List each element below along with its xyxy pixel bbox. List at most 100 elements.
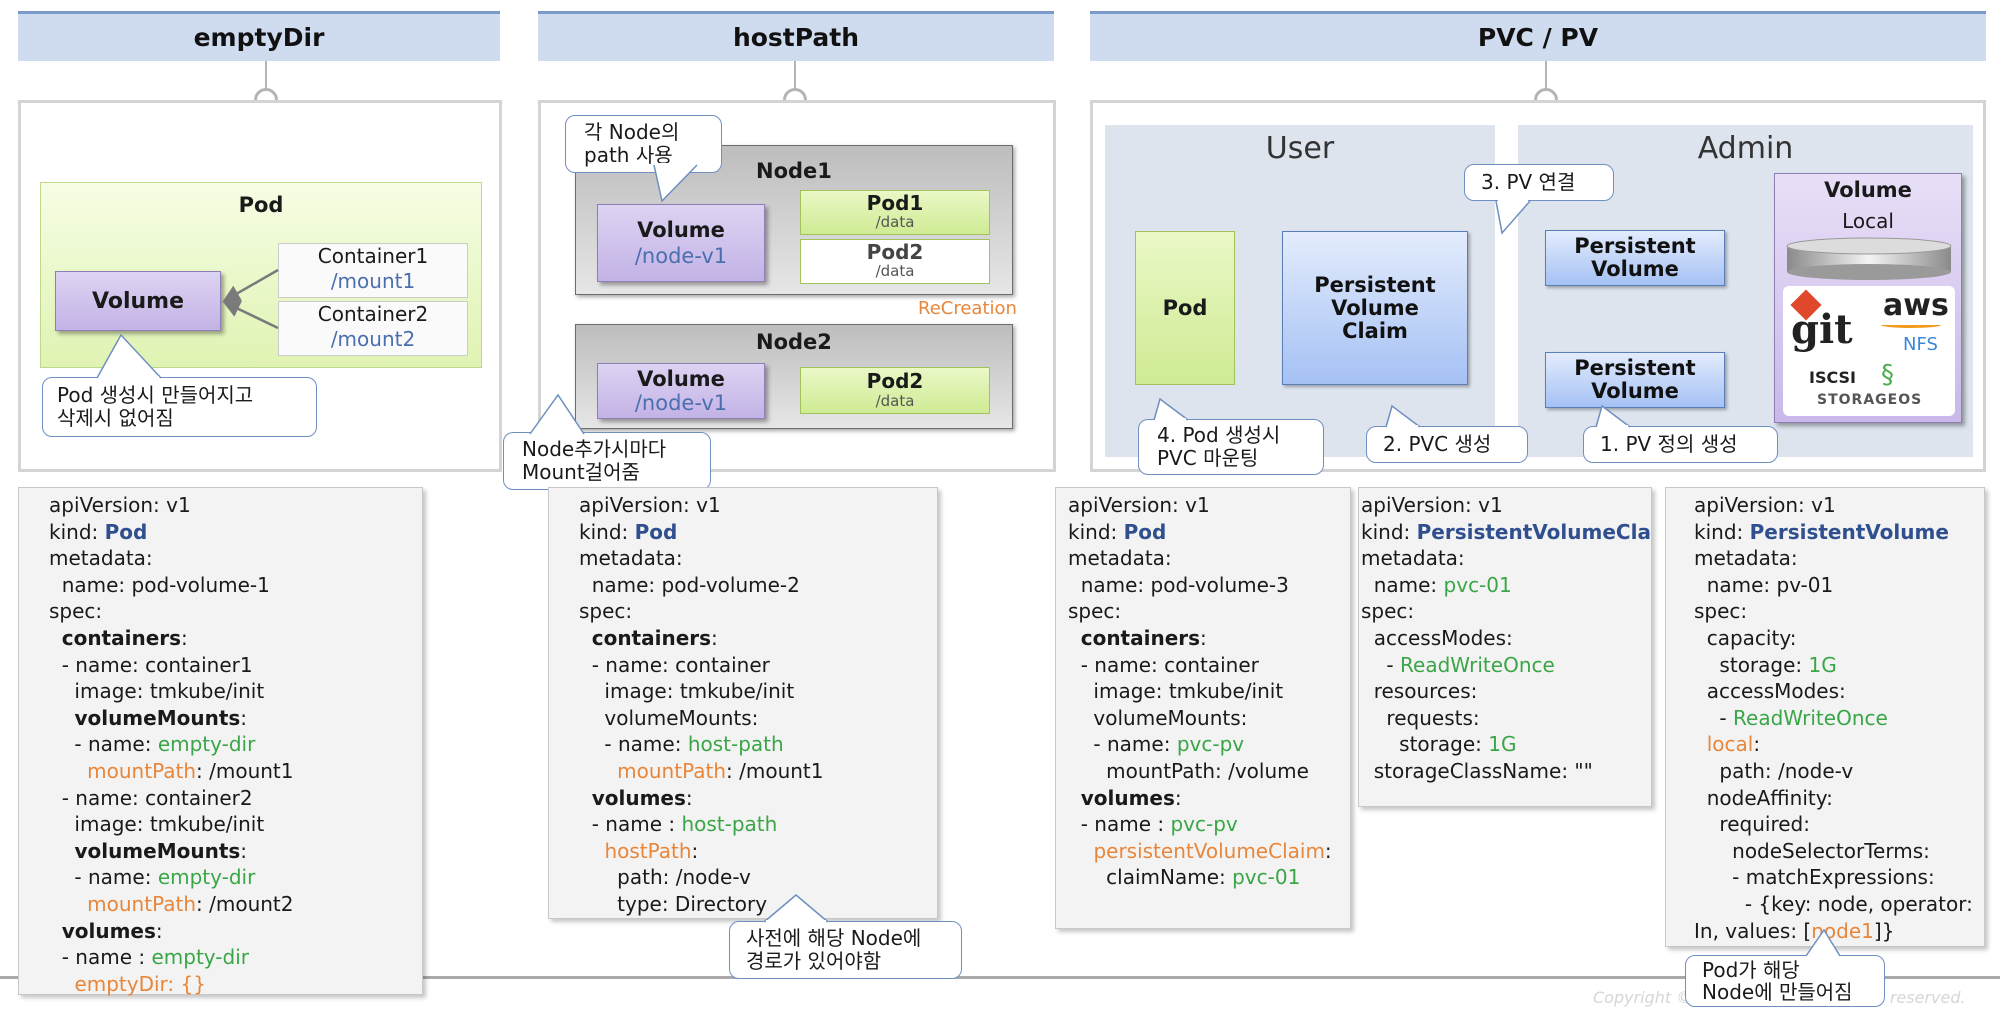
yaml-line: storage: 1G [1694,652,1837,677]
step3-callout: 3. PV 연결 [1464,164,1614,201]
yaml-line: mountPath: /mount1 [87,758,294,783]
connector-line [794,61,796,91]
pod2-recreated-box: Pod2 /data [800,239,990,284]
container1-box: Container1 /mount1 [278,243,468,298]
yaml-line: - ReadWriteOnce [1694,705,1888,730]
container2-arrow [222,300,279,330]
aws-smile-icon [1881,322,1941,328]
yaml-line: volumes: [591,785,693,810]
yaml-line: containers: [1080,625,1207,650]
yaml-line: image: tmkube/init [49,812,265,837]
iscsi-logo: ISCSI [1809,368,1856,387]
aws-logo: aws [1883,288,1949,323]
callout-tail [1805,928,1841,957]
callout-tail [529,393,585,435]
yaml-line: requests: [1361,705,1480,730]
pod-label: Pod [238,193,284,217]
yaml-line: apiVersion: v1 [1694,493,1836,517]
yaml-line: - name: empty-dir [49,732,256,757]
yaml-line: containers: [591,625,718,650]
yaml-line: volumes: [1080,785,1182,810]
pv-node-callout: Pod가 해당 Node에 만들어짐 [1685,955,1885,1007]
yaml-line: volumeMounts: [579,705,759,730]
yaml-line: kind: Pod [579,519,678,544]
yaml-line: - name: pvc-pv [1068,732,1245,757]
yaml-line: - ReadWriteOnce [1361,652,1555,677]
node2-pod2-box: Pod2 /data [800,367,990,414]
yaml-line: kind: Pod [49,519,148,544]
yaml-line: name: pod-volume-1 [49,572,270,597]
yaml-line: local: [1706,732,1761,757]
host-path-bottom-callout: Node추가시마다 Mount걸어줌 [503,432,711,490]
yaml-line: claimName: pvc-01 [1068,865,1301,890]
callout-tail [763,894,829,923]
yaml-line: hostPath: [604,838,699,863]
yaml-line: nodeAffinity: [1694,785,1833,810]
yaml-line: emptyDir: {} [74,971,206,996]
yaml-line: kind: PersistentVolume [1694,519,1949,544]
yaml-line: path: /node-v [579,865,751,890]
yaml-line: image: tmkube/init [579,679,795,704]
yaml-line: volumeMounts: [74,838,248,863]
yaml-line: - name: container [1068,652,1259,677]
step2-callout: 2. PVC 생성 [1366,426,1528,463]
yaml-line: - name: container2 [49,785,253,810]
yaml-line: spec: [579,599,633,624]
yaml-line: - name: container [579,652,770,677]
yaml-line: volumeMounts: [1068,705,1248,730]
callout-tail [96,333,162,379]
yaml-line: metadata: [1361,546,1465,571]
yaml-line: mountPath: /mount1 [617,758,824,783]
yaml-line: - matchExpressions: [1694,865,1935,890]
header-pvc-pv: PVC / PV [1090,11,1986,61]
yaml-line: required: [1694,812,1810,837]
pv-box-2: Persistent Volume [1545,352,1725,408]
container2-box: Container2 /mount2 [278,301,468,356]
pvc-pod-box: Pod [1135,231,1235,385]
recreation-label: ReCreation [918,298,1017,319]
yaml-line: type: Directory [579,891,768,916]
connector-line [265,61,267,91]
yaml-line: apiVersion: v1 [1361,493,1503,517]
yaml-line: mountPath: /mount2 [87,891,294,916]
host-path-volume-node2: Volume /node-v1 [597,363,765,419]
yaml-line: In, values: [node1]} [1694,918,1895,943]
yaml-line: - {key: node, operator: [1694,891,1973,916]
yaml-line: - name : host-path [579,812,778,837]
yaml-line: spec: [1694,599,1748,624]
step4-callout: 4. Pod 생성시 PVC 마운팅 [1138,419,1324,475]
header-empty-dir: emptyDir [18,11,500,61]
pvc-box: Persistent Volume Claim [1282,231,1468,385]
yaml-line: - name : empty-dir [49,945,249,970]
yaml-line: name: pv-01 [1694,572,1834,597]
yaml-line: volumes: [61,918,163,943]
yaml-line: spec: [1068,599,1122,624]
yaml-line: metadata: [1694,546,1798,571]
storage-logos: git aws NFS ISCSI § STORAGEOS [1783,286,1955,416]
yaml-line: containers: [61,625,188,650]
yaml-line: storageClassName: "" [1361,758,1593,783]
yaml-line: accessModes: [1361,625,1513,650]
disk-icon [1786,237,1952,280]
yaml-line: accessModes: [1694,679,1846,704]
yaml-line: name: pvc-01 [1361,572,1512,597]
host-path-top-callout: 각 Node의 path 사용 [565,115,722,173]
host-path-prereq-callout: 사전에 해당 Node에 경로가 있어야함 [729,921,962,979]
yaml-line: name: pod-volume-2 [579,572,800,597]
yaml-line: metadata: [49,546,153,571]
callout-tail [1153,397,1189,421]
callout-tail [1385,404,1421,428]
yaml-line: spec: [49,599,103,624]
yaml-line: image: tmkube/init [49,679,265,704]
storageos-icon: § [1881,360,1894,390]
copyright-left: Copyright © [1593,988,1693,1007]
storageos-logo: STORAGEOS [1817,392,1923,408]
yaml-line: metadata: [1068,546,1172,571]
storage-volume-box: Volume Local git aws NFS ISCSI § STORAGE… [1774,173,1962,423]
yaml-line: spec: [1361,599,1415,624]
